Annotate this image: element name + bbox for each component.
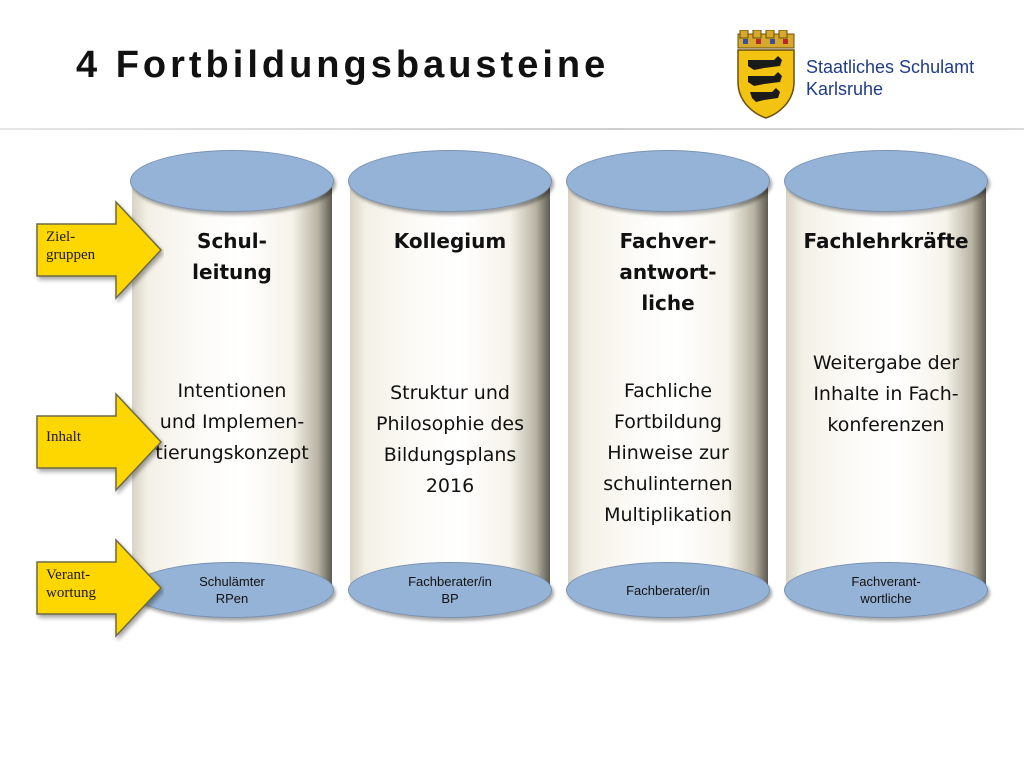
pillar-heading: Kollegium bbox=[354, 226, 546, 257]
organization-name: Staatliches Schulamt Karlsruhe bbox=[806, 56, 974, 100]
footer-line: RPen bbox=[215, 591, 249, 606]
pillar-top-cap bbox=[566, 150, 770, 212]
pillar-body bbox=[350, 180, 550, 588]
pillar-heading: Fachlehrkräfte bbox=[790, 226, 982, 257]
arrow-label-line: wortung bbox=[46, 585, 96, 601]
pillar-fachlehrkraefte: Fachlehrkräfte Weitergabe der Inhalte in… bbox=[784, 150, 988, 618]
footer-line: Schulämter bbox=[199, 574, 265, 589]
arrow-right-icon bbox=[36, 538, 163, 638]
arrow-right-icon bbox=[36, 200, 163, 300]
footer-line: BP bbox=[441, 591, 459, 606]
heading-line: leitung bbox=[192, 260, 272, 284]
arrow-label-line: gruppen bbox=[46, 247, 96, 263]
pillar-footer: Fachverant- wortliche bbox=[784, 562, 988, 618]
content-line: tierungskonzept bbox=[155, 442, 309, 464]
page-title: 4 Fortbildungsbausteine bbox=[76, 44, 610, 86]
pillar-footer: Fachberater/in BP bbox=[348, 562, 552, 618]
content-line: Weitergabe der bbox=[812, 352, 960, 374]
arrow-label-line: Inhalt bbox=[46, 429, 81, 445]
content-line: Fachliche bbox=[623, 380, 713, 402]
pillar-footer: Schulämter RPen bbox=[130, 562, 334, 618]
pillar-body bbox=[568, 180, 768, 588]
organization-line-1: Staatliches Schulamt bbox=[806, 57, 975, 77]
arrow-verantwortung: Verant- wortung bbox=[34, 536, 164, 642]
arrow-label: Inhalt bbox=[46, 428, 81, 446]
heading-line: Fachlehrkräfte bbox=[803, 229, 969, 253]
organization-line-2: Karlsruhe bbox=[806, 79, 884, 99]
arrow-right-icon bbox=[36, 392, 163, 492]
heading-line: Schul- bbox=[197, 229, 267, 253]
content-line: Multiplikation bbox=[604, 504, 732, 526]
pillar-schulleitung: Schul- leitung Intentionen und Implemen-… bbox=[130, 150, 334, 618]
pillar-top-cap bbox=[784, 150, 988, 212]
heading-line: Kollegium bbox=[393, 229, 507, 253]
arrow-zielgruppen: Ziel- gruppen bbox=[34, 198, 164, 304]
header-divider bbox=[0, 128, 1024, 130]
heading-line: liche bbox=[641, 291, 695, 315]
content-line: konferenzen bbox=[827, 414, 945, 436]
pillar-kollegium: Kollegium Struktur und Philosophie des B… bbox=[348, 150, 552, 618]
pillar-body bbox=[786, 180, 986, 588]
heading-line: antwort- bbox=[619, 260, 717, 284]
footer-line: Fachberater/in bbox=[626, 582, 710, 598]
content-line: Struktur und bbox=[390, 382, 510, 404]
pillar-heading: Schul- leitung bbox=[136, 226, 328, 288]
content-line: schulinternen bbox=[603, 473, 733, 495]
footer-line: wortliche bbox=[860, 591, 912, 606]
coat-of-arms-icon bbox=[734, 29, 798, 120]
content-line: Bildungsplans bbox=[383, 444, 517, 466]
pillar-content: Weitergabe der Inhalte in Fach- konferen… bbox=[776, 348, 996, 441]
footer-line: Fachverant- bbox=[851, 574, 921, 589]
content-line: Hinweise zur bbox=[607, 442, 729, 464]
pillar-top-cap bbox=[130, 150, 334, 212]
footer-line: Fachberater/in bbox=[408, 574, 492, 589]
content-line: Intentionen bbox=[177, 380, 287, 402]
arrow-label: Verant- wortung bbox=[46, 566, 96, 602]
pillar-content: Intentionen und Implemen- tierungskonzep… bbox=[122, 376, 342, 469]
pillar-heading: Fachver- antwort- liche bbox=[572, 226, 764, 319]
content-line: und Implemen- bbox=[159, 411, 305, 433]
heading-line: Fachver- bbox=[619, 229, 717, 253]
arrow-label-line: Verant- bbox=[46, 567, 91, 583]
content-line: Fortbildung bbox=[614, 411, 722, 433]
arrow-label: Ziel- gruppen bbox=[46, 228, 95, 264]
arrow-label-line: Ziel- bbox=[46, 229, 76, 245]
content-line: Inhalte in Fach- bbox=[813, 383, 959, 405]
arrow-inhalt: Inhalt bbox=[34, 390, 164, 496]
pillar-body bbox=[132, 180, 332, 588]
pillar-content: Struktur und Philosophie des Bildungspla… bbox=[340, 378, 560, 502]
pillar-top-cap bbox=[348, 150, 552, 212]
pillar-fachverantwortliche: Fachver- antwort- liche Fachliche Fortbi… bbox=[566, 150, 770, 618]
pillar-footer: Fachberater/in bbox=[566, 562, 770, 618]
pillar-content: Fachliche Fortbildung Hinweise zur schul… bbox=[558, 376, 778, 531]
content-line: Philosophie des bbox=[376, 413, 524, 435]
content-line: 2016 bbox=[425, 475, 475, 497]
